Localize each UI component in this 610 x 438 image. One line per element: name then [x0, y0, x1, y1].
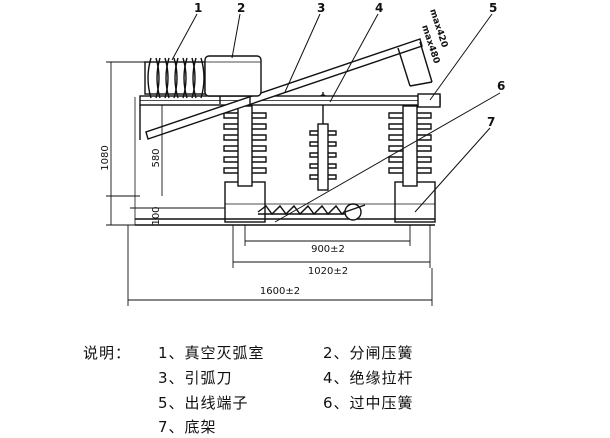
dim-height-insulator: 580 — [151, 148, 162, 167]
over-center-spring — [257, 203, 366, 221]
arc-blade — [145, 38, 433, 140]
legend-item-3: 3、引弧刀 — [158, 369, 233, 387]
left-insulator — [223, 105, 267, 187]
base-frame — [135, 181, 436, 226]
legend-item-5: 5、出线端子 — [158, 394, 249, 412]
callout-3: 3 — [317, 1, 325, 15]
right-insulator — [388, 105, 432, 187]
callout-1: 1 — [194, 1, 202, 15]
dim-height-base: 100 — [151, 206, 162, 225]
vacuum-interrupter — [144, 57, 206, 99]
legend-item-2: 2、分闸压簧 — [323, 344, 414, 362]
callout-6: 6 — [497, 79, 505, 93]
top-frame-bar — [134, 93, 441, 225]
legend-item-4: 4、绝缘拉杆 — [323, 369, 414, 387]
callout-4: 4 — [375, 1, 383, 15]
insulating-pull-rod — [309, 92, 337, 191]
dim-height-total: 1080 — [100, 145, 111, 170]
callout-7: 7 — [487, 115, 495, 129]
callout-labels: 1 2 3 4 5 6 7 — [194, 1, 505, 129]
dim-span-inner: 900±2 — [311, 244, 345, 255]
callout-5: 5 — [489, 1, 497, 15]
dim-span-middle: 1020±2 — [308, 266, 348, 277]
vertical-dimensions — [106, 61, 225, 226]
legend-heading: 说明： — [83, 344, 131, 362]
outlet-terminal — [417, 93, 441, 108]
opening-spring-housing — [204, 55, 262, 104]
callout-2: 2 — [237, 1, 245, 15]
horizontal-dimensions — [127, 225, 433, 306]
dim-span-outer: 1600±2 — [260, 286, 300, 297]
legend-item-6: 6、过中压簧 — [323, 394, 414, 412]
legend: 说明： 1、真空灭弧室 2、分闸压簧 3、引弧刀 4、绝缘拉杆 5、出线端子 6… — [83, 344, 414, 436]
callout-leaders — [171, 13, 501, 223]
legend-item-1: 1、真空灭弧室 — [158, 344, 265, 362]
legend-item-7: 7、底架 — [158, 418, 217, 436]
